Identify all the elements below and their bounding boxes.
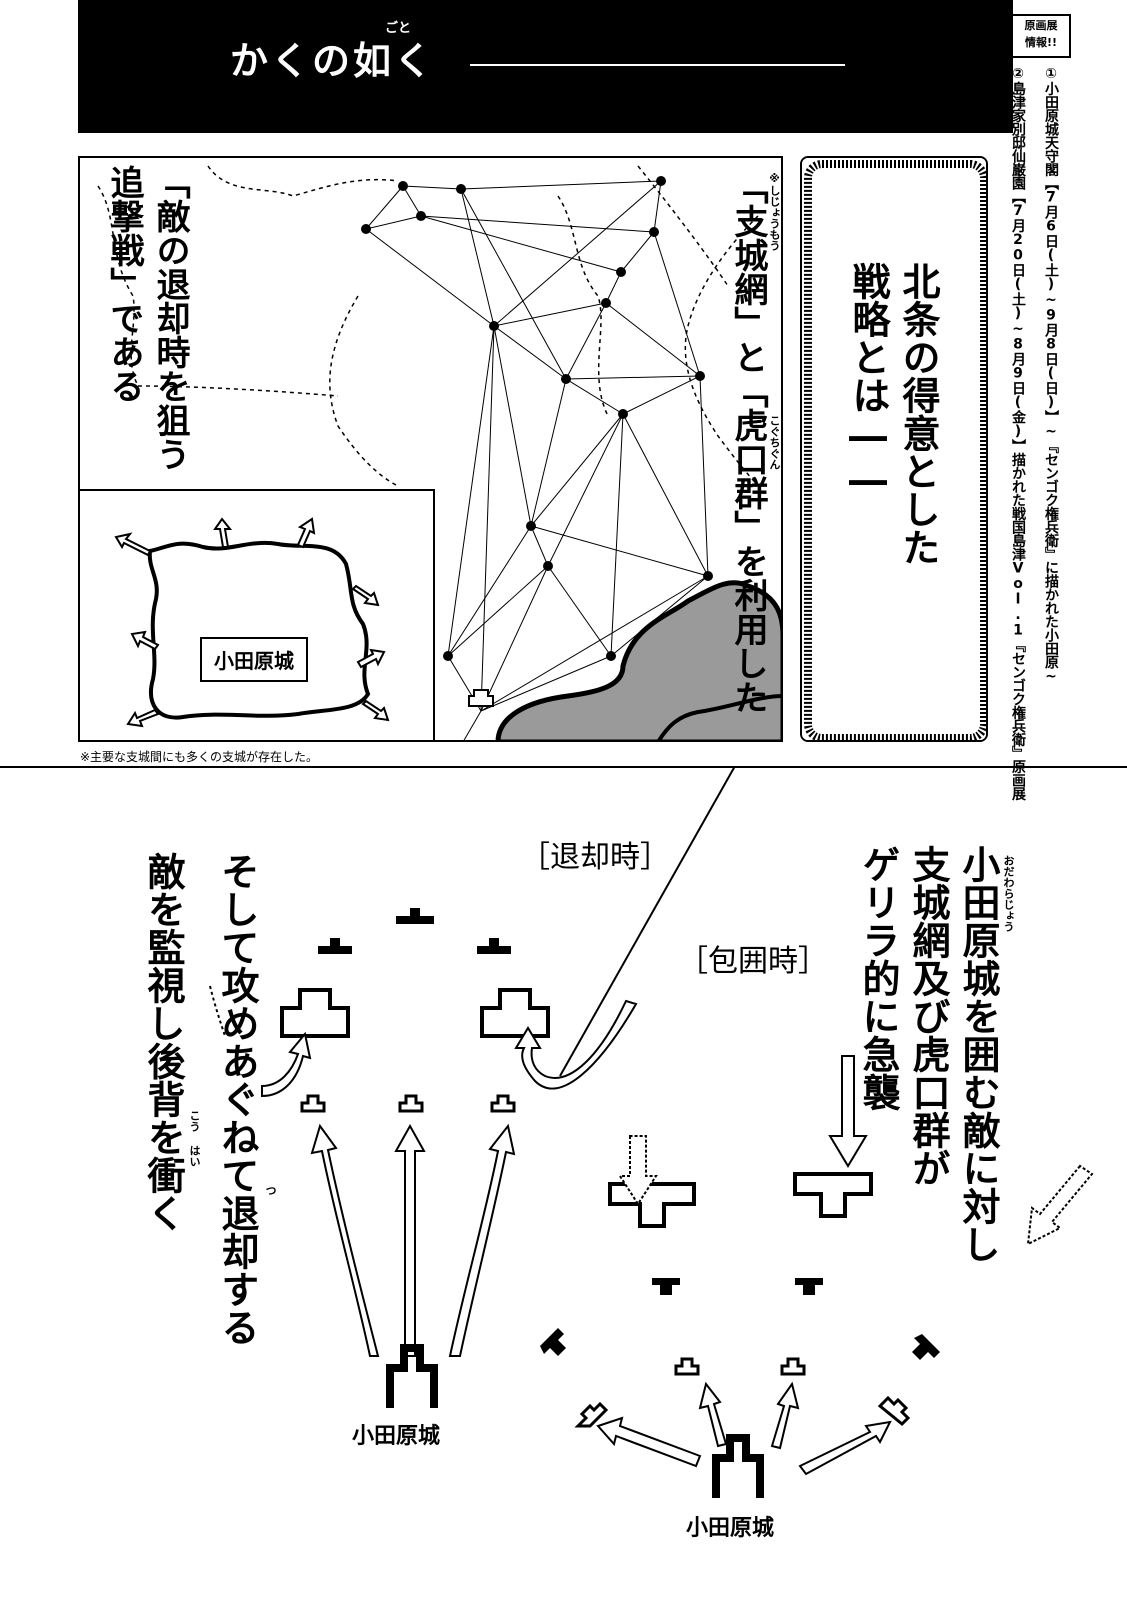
siege-text-3: ゲリラ的に急襲 xyxy=(856,845,900,1111)
odawara-castle-left xyxy=(386,1344,438,1408)
siege-text-1: 小田原城を囲む敵に対し xyxy=(956,845,1000,1263)
odawara-castle-marker xyxy=(468,689,494,707)
info-header-box xyxy=(1011,14,1071,58)
siege-text-2: 支城網及び虎口群が xyxy=(906,845,950,1187)
castle-network-map xyxy=(97,165,783,742)
coastline xyxy=(656,694,783,742)
sortie-arrows xyxy=(310,1123,516,1357)
map-text-pursuit-1: 「敵の退却時を狙う xyxy=(150,165,190,471)
map-text-pursuit-2: 追撃戦」である xyxy=(104,165,144,403)
besieging-black-units xyxy=(540,1278,940,1360)
castle-label-right: 小田原城 xyxy=(686,1516,775,1541)
title-banner xyxy=(78,0,1013,133)
sea xyxy=(495,580,783,742)
inset-castle-label: 小田原城 xyxy=(200,637,308,682)
retreat-text-2: 敵を監視し後背を衝く xyxy=(141,852,185,1232)
panel-shading xyxy=(802,158,986,740)
retreat-diagram xyxy=(209,908,638,1408)
title-dash-line xyxy=(470,64,845,66)
siege-small-castles xyxy=(574,1357,911,1428)
ruby-koguchigun: こぐちぐん xyxy=(768,415,781,470)
map-text-network: 「支城網」と「虎口群」を利用した xyxy=(728,170,768,714)
retreat-small-castles xyxy=(300,1094,516,1113)
strategy-panel xyxy=(800,156,988,742)
branch-castles xyxy=(361,176,713,661)
exhibition-info-2: ②島津家別邸仙巌園【7月20日(土)~8月9日(金)】描かれた戦国島津Vol.1… xyxy=(1010,66,1026,800)
info-header: 原画展 情報!! xyxy=(1014,17,1068,51)
strategy-text-1: 北条の得意とした xyxy=(896,262,940,566)
exhibition-info-1: ①小田原城天守閣【7月6日(土)~9月8日(日)】~『センゴク権兵衛』に描かれた… xyxy=(1043,66,1059,684)
panel-divider xyxy=(0,766,1127,768)
info-header-line2: 情報!! xyxy=(1024,36,1058,49)
ruby-tsu: つ xyxy=(264,1185,277,1196)
castle-label-left: 小田原城 xyxy=(352,1424,441,1449)
dashed-arrow-retreat xyxy=(209,985,226,1037)
inset-map xyxy=(78,489,435,742)
siege-sortie-arrows xyxy=(596,1381,892,1476)
retreating-enemy-units xyxy=(318,908,511,954)
info-header-line1: 原画展 xyxy=(1024,19,1058,32)
castle-wall xyxy=(147,540,371,720)
guerrilla-arrows xyxy=(618,1055,1094,1246)
map-footnote: ※主要な支城間にも多くの支城が存在した。 xyxy=(80,750,319,764)
pursued-enemy-units xyxy=(280,988,550,1038)
network-links xyxy=(365,180,709,742)
inset-arrows xyxy=(114,517,390,728)
retreat-label: ［退却時］ xyxy=(520,840,670,875)
curved-arrows xyxy=(261,999,638,1098)
title-ruby: ごと xyxy=(385,21,412,36)
siege-label: ［包囲時］ xyxy=(678,944,828,979)
ruby-kouhai: こう はい xyxy=(188,1110,201,1167)
diagonal-divider xyxy=(559,766,736,1077)
ruby-shijoumou: ※しじょうもう xyxy=(768,172,781,251)
ruby-odawarajou: おだわらじょう xyxy=(1002,855,1015,932)
odawara-castle-right xyxy=(712,1434,764,1498)
retreat-text-1: そして攻めあぐねて退却する xyxy=(215,852,259,1346)
province-boundaries xyxy=(97,165,769,497)
inset-castle-outline xyxy=(114,517,390,728)
page-title: かくの如く xyxy=(230,39,436,83)
siege-diagram xyxy=(540,1055,1094,1498)
strategy-text-2: 戦略とは―― xyxy=(846,262,890,502)
